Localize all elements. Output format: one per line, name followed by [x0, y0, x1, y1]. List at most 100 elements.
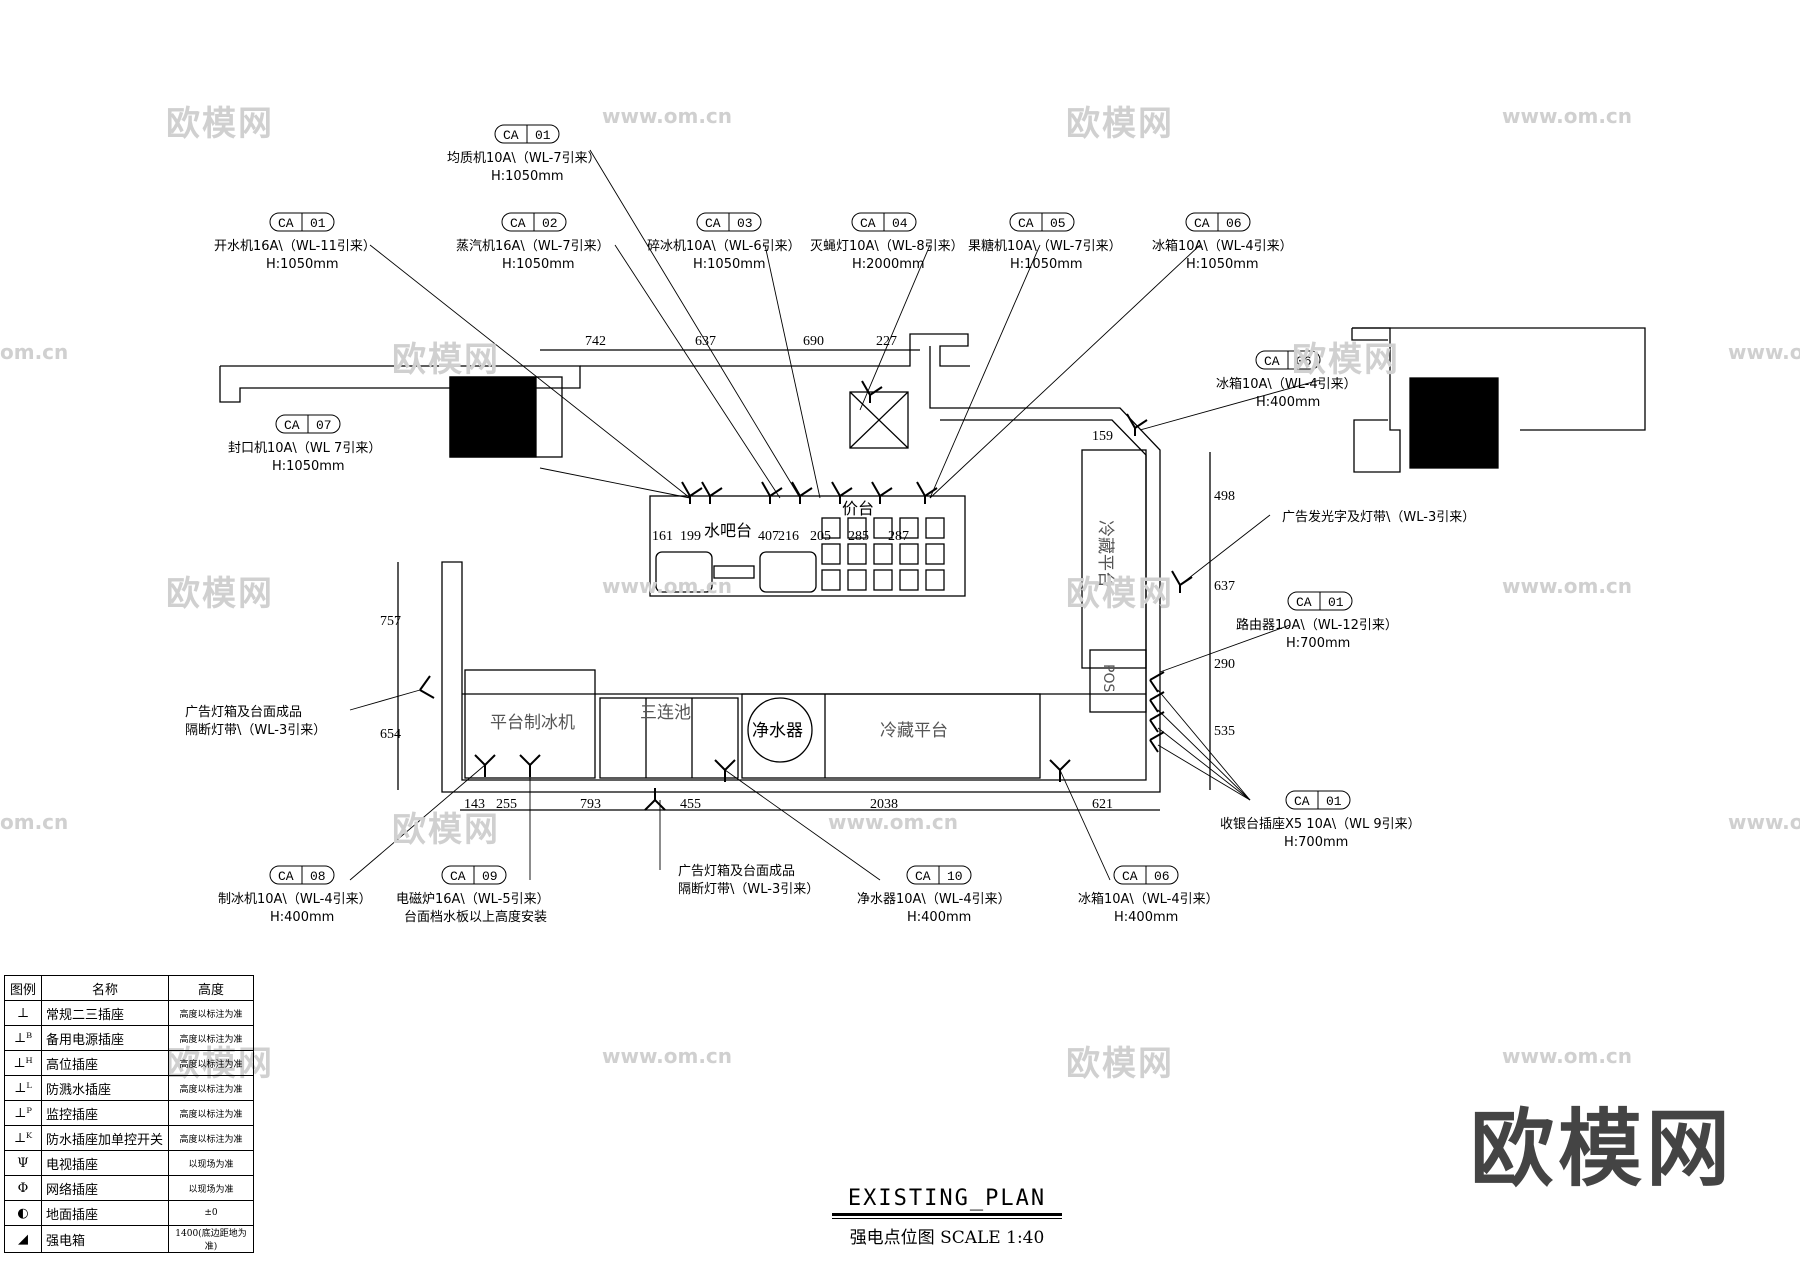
svg-text:CA: CA: [915, 869, 931, 884]
water-purifier-circle: [747, 697, 813, 763]
watermark-brand: 欧模网: [1292, 340, 1400, 380]
tag-bot-10: CA 10 净水器10A\（WL-4引来） H:400mm: [857, 865, 1011, 925]
svg-text:H:1050mm: H:1050mm: [693, 257, 766, 272]
svg-text:05: 05: [1050, 216, 1066, 231]
right-column: [1409, 377, 1499, 469]
watermark-brand: 欧模网: [166, 104, 274, 144]
dim-counter-1: 161: [652, 529, 673, 544]
splashproof-socket-icon: ⊥ᴸ: [4, 1075, 42, 1101]
svg-text:CA: CA: [705, 216, 721, 231]
dim-right-1: 159: [1092, 429, 1113, 444]
svg-text:路由器10A\（WL-12引来）: 路由器10A\（WL-12引来）: [1236, 617, 1398, 633]
svg-text:H:1050mm: H:1050mm: [266, 257, 339, 272]
right-fridge-counter: [1081, 449, 1147, 669]
network-socket-icon: Φ: [4, 1175, 42, 1201]
svg-text:冰箱10A\（WL-4引来）: 冰箱10A\（WL-4引来）: [1216, 376, 1357, 392]
svg-text:CA: CA: [1018, 216, 1034, 231]
watermark-brand: 欧模网: [166, 574, 274, 614]
power-box-icon: ◢: [4, 1225, 42, 1253]
tag-top-05: CA 05 果糖机10A\（WL-7引来） H:1050mm: [968, 212, 1122, 272]
svg-text:碎冰机10A\（WL-6引来）: 碎冰机10A\（WL-6引来）: [647, 239, 801, 254]
dim-bottom-5: 2038: [870, 797, 898, 812]
legend-header-height: 高度: [168, 975, 254, 1001]
dim-top-2: 637: [695, 334, 716, 349]
dim-right-4: 290: [1214, 657, 1235, 672]
label-water-purifier: 净水器: [752, 721, 803, 741]
svg-text:01: 01: [535, 128, 551, 143]
top-right-wall: [580, 333, 970, 367]
svg-text:台面档水板以上高度安装: 台面档水板以上高度安装: [404, 909, 547, 925]
dim-counter-6: 205: [810, 529, 831, 544]
svg-text:07: 07: [316, 418, 332, 433]
dim-counter-2: 199: [680, 529, 701, 544]
watermark-site: om.cn: [0, 810, 69, 834]
svg-text:CA: CA: [1296, 595, 1312, 610]
dim-left-1: 757: [380, 614, 401, 629]
dim-bottom-3: 793: [580, 797, 601, 812]
title-block: EXISTING_PLAN 强电点位图 SCALE 1:40: [832, 1186, 1062, 1248]
svg-text:H:700mm: H:700mm: [1284, 835, 1348, 850]
watermark-brand: 欧模网: [1066, 104, 1174, 144]
title-underline: [832, 1213, 1062, 1219]
svg-text:灭蝇灯10A\（WL-8引来）: 灭蝇灯10A\（WL-8引来）: [810, 239, 964, 254]
tag-bot-06: CA 06 冰箱10A\（WL-4引来） H:400mm: [1078, 865, 1219, 925]
right-block-wall: [1352, 327, 1401, 473]
svg-text:H:400mm: H:400mm: [1256, 395, 1320, 410]
watermark-site: www.om.cn: [1728, 810, 1800, 834]
svg-text:06: 06: [1226, 216, 1242, 231]
svg-text:CA: CA: [1194, 216, 1210, 231]
dim-counter-5: 216: [778, 529, 799, 544]
svg-text:CA: CA: [284, 418, 300, 433]
svg-text:H:700mm: H:700mm: [1286, 636, 1350, 651]
legend-header-icon: 图例: [4, 975, 42, 1001]
svg-text:冰箱10A\（WL-4引来）: 冰箱10A\（WL-4引来）: [1078, 891, 1219, 907]
fly-lamp-box: [849, 391, 909, 449]
svg-text:制冰机10A\（WL-4引来）: 制冰机10A\（WL-4引来）: [218, 892, 372, 907]
backup-socket-icon: ⊥ᴮ: [4, 1025, 42, 1051]
svg-text:H:1050mm: H:1050mm: [1010, 257, 1083, 272]
counter-label: 水吧台: [704, 522, 752, 540]
svg-text:冰箱10A\（WL-4引来）: 冰箱10A\（WL-4引来）: [1152, 238, 1293, 254]
svg-text:H:400mm: H:400mm: [907, 910, 971, 925]
dim-right-3: 637: [1214, 579, 1235, 594]
dim-top-3: 690: [803, 334, 824, 349]
tag-right-01b: CA 01 收银台插座X5 10A\（WL 9引来） H:700mm: [1220, 790, 1421, 850]
svg-text:08: 08: [310, 869, 326, 884]
dim-bottom-2: 255: [496, 797, 517, 812]
svg-text:H:1050mm: H:1050mm: [272, 459, 345, 474]
note-right-sign: 广告发光字及灯带\（WL-3引来）: [1282, 509, 1475, 525]
legend-row: ◐地面插座±0: [4, 1200, 254, 1226]
tag-bot-09: CA 09 电磁炉16A\（WL-5引来） 台面档水板以上高度安装: [396, 865, 550, 925]
dim-bottom-6: 621: [1092, 797, 1113, 812]
watermark-brand: 欧模网: [392, 340, 500, 380]
svg-text:CA: CA: [278, 216, 294, 231]
watermark-site: www.om.cn: [1728, 340, 1800, 364]
tag-top-01a: CA 01 均质机10A\（WL-7引来） H:1050mm: [447, 124, 601, 184]
tag-right-01a: CA 01 路由器10A\（WL-12引来） H:700mm: [1236, 591, 1398, 651]
dim-right-5: 535: [1214, 724, 1235, 739]
svg-text:CA: CA: [1264, 354, 1280, 369]
dim-bottom-4: 455: [680, 797, 701, 812]
note-left-2: 隔断灯带\（WL-3引来）: [185, 723, 326, 738]
waterproof-switch-socket-icon: ⊥ᴷ: [4, 1125, 42, 1151]
svg-text:09: 09: [482, 869, 498, 884]
price-label: 价台: [842, 500, 874, 518]
svg-text:03: 03: [737, 216, 753, 231]
svg-text:H:2000mm: H:2000mm: [852, 257, 925, 272]
tag-top-04: CA 04 灭蝇灯10A\（WL-8引来） H:2000mm: [810, 212, 964, 272]
plan-title: EXISTING_PLAN: [847, 1186, 1047, 1211]
high-socket-icon: ⊥ᴴ: [4, 1050, 42, 1076]
svg-text:H:400mm: H:400mm: [1114, 910, 1178, 925]
label-fridge-counter: 冷藏平台: [880, 721, 948, 741]
tag-top-02: CA 02 蒸汽机16A\（WL-7引来） H:1050mm: [456, 212, 610, 272]
dim-right-2: 498: [1214, 489, 1235, 504]
label-ice-machine: 平台制冰机: [490, 713, 575, 733]
svg-text:CA: CA: [1122, 869, 1138, 884]
svg-text:H:1050mm: H:1050mm: [1186, 257, 1259, 272]
